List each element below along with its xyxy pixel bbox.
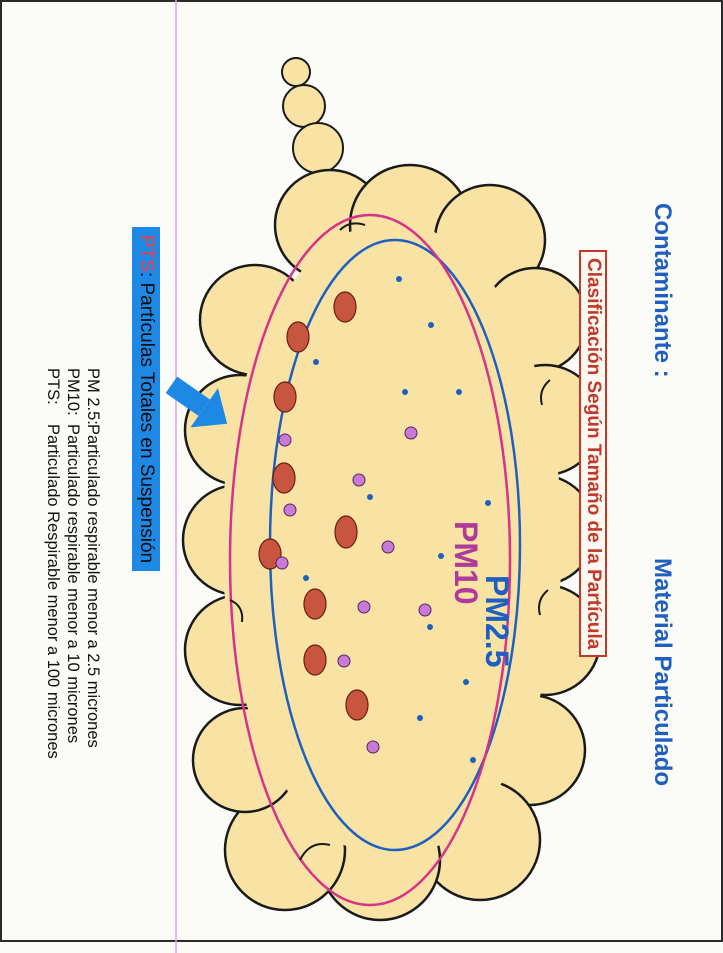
large-particle [334, 292, 356, 322]
definition-term: PM 2.5: [83, 368, 102, 424]
small-particle [427, 624, 433, 630]
bubble-large [293, 123, 343, 173]
definition-pts: PTS:Particulado Respirable menor a 100 m… [43, 368, 62, 759]
small-particle [470, 757, 476, 763]
pm10-label-text: PM10 [448, 521, 484, 605]
large-particle [287, 322, 309, 352]
bubble-medium [283, 85, 325, 127]
medium-particle [358, 601, 370, 613]
definition-pm10: PM10:Particulado respirable menor a 10 m… [63, 368, 82, 743]
page-title: Contaminante : [648, 203, 676, 378]
definition-term: PTS: [43, 368, 62, 424]
large-particle [304, 645, 326, 675]
large-particle [274, 382, 296, 412]
definition-text: Particulado Respirable menor a 100 micro… [44, 424, 62, 759]
medium-particle [279, 434, 291, 446]
medium-particle [367, 741, 379, 753]
pm25-label-text: PM2.5 [479, 575, 515, 667]
pm10-label: PM10 [447, 521, 484, 605]
title-left: Contaminante : [649, 203, 676, 378]
small-particle [456, 389, 462, 395]
large-particle [273, 463, 295, 493]
medium-particle [405, 427, 417, 439]
small-particle [402, 389, 408, 395]
bubble-small [282, 58, 310, 86]
large-particle [335, 516, 357, 548]
medium-particle [276, 557, 288, 569]
small-particle [417, 715, 423, 721]
small-particle [438, 553, 444, 559]
medium-particle [353, 474, 365, 486]
pts-banner: PTS: Partículas Totales en Suspensión [132, 227, 160, 571]
large-particle [304, 589, 326, 619]
medium-particle [338, 655, 350, 667]
small-particle [313, 359, 319, 365]
large-particle [346, 690, 368, 720]
subtitle-text: Clasificación Según Tamaño de la Partícu… [583, 258, 604, 649]
pts-banner-text: : Partículas Totales en Suspensión [136, 272, 157, 563]
small-particle [303, 575, 309, 581]
title-right: Material Particulado [649, 558, 676, 786]
medium-particle [382, 541, 394, 553]
definition-text: Particulado respirable menor a 10 micron… [64, 424, 82, 743]
small-particle [485, 500, 491, 506]
page-subtitle: Clasificación Según Tamaño de la Partícu… [579, 250, 607, 657]
small-particle [463, 679, 469, 685]
pts-abbr: PTS [136, 235, 157, 272]
definition-pm25: PM 2.5:Particulado respirable menor a 2.… [83, 368, 102, 748]
small-particle [428, 322, 434, 328]
medium-particle [284, 504, 296, 516]
definition-text: Particulado respirable menor a 2.5 micro… [84, 424, 102, 748]
small-particle [367, 494, 373, 500]
medium-particle [419, 604, 431, 616]
small-particle [396, 276, 402, 282]
page-title-right: Material Particulado [648, 558, 676, 786]
definition-term: PM10: [63, 368, 82, 424]
